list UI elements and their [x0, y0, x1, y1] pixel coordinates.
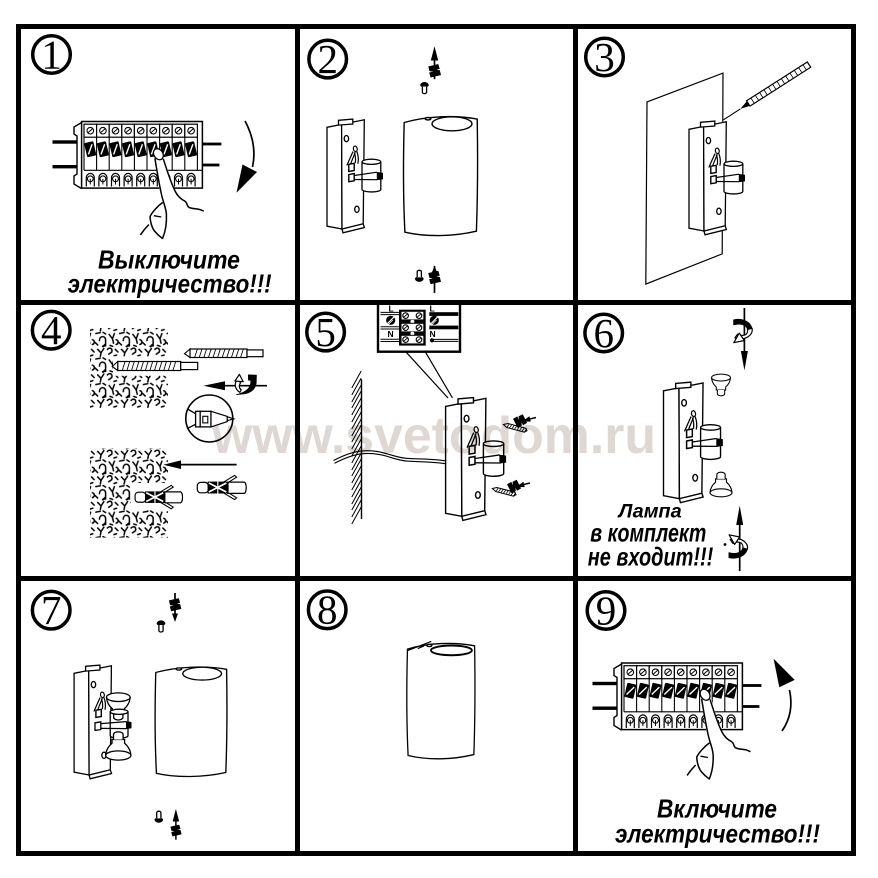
svg-text:4: 4	[41, 307, 62, 353]
svg-text:1: 1	[41, 31, 62, 77]
svg-text:N: N	[430, 329, 436, 339]
svg-text:L: L	[389, 304, 394, 314]
svg-text:Выключите: Выключите	[98, 244, 240, 274]
svg-text:9: 9	[596, 587, 617, 633]
svg-text:www.svetodom.ru: www.svetodom.ru	[211, 407, 656, 465]
svg-text:3: 3	[594, 34, 615, 80]
svg-text:L: L	[430, 304, 435, 314]
svg-text:6: 6	[593, 310, 614, 356]
svg-text:электричество!!!: электричество!!!	[615, 819, 820, 849]
svg-text:электричество!!!: электричество!!!	[68, 269, 272, 299]
svg-text:Включите: Включите	[657, 793, 777, 823]
svg-text:в комплект: в комплект	[590, 517, 706, 547]
svg-text:5: 5	[315, 309, 336, 355]
svg-text:Лампа: Лампа	[617, 501, 682, 522]
svg-text:не входит!!!: не входит!!!	[588, 541, 714, 571]
svg-text:8: 8	[317, 587, 338, 633]
svg-text:2: 2	[317, 36, 338, 82]
svg-text:N: N	[388, 329, 394, 339]
svg-text:7: 7	[41, 587, 62, 633]
